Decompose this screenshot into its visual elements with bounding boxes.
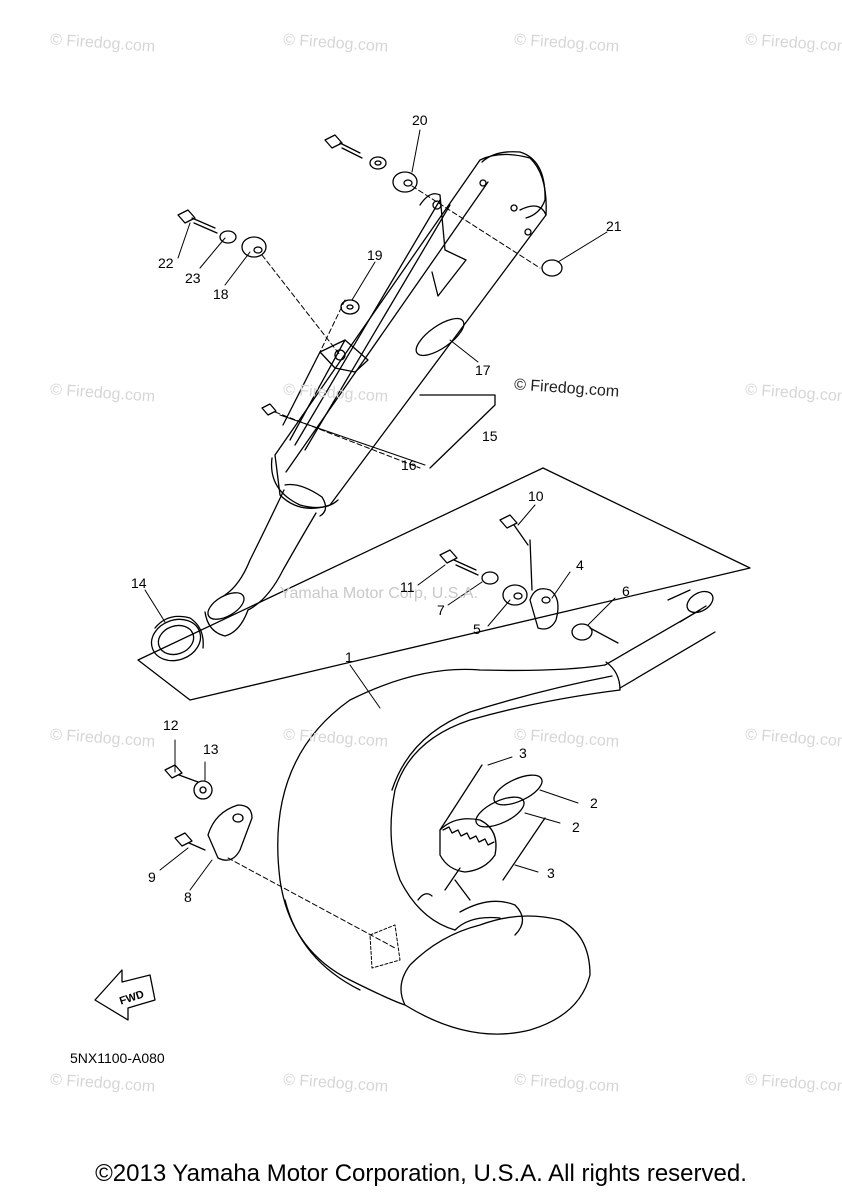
flange-hardware [164, 764, 253, 861]
callout-number: 2 [572, 819, 580, 835]
copyright-notice: ©2013 Yamaha Motor Corporation, U.S.A. A… [95, 1160, 747, 1187]
fwd-arrow [94, 969, 156, 1021]
bracket-15 [419, 394, 496, 469]
callout-number: 23 [185, 270, 201, 286]
callout-number: 4 [576, 557, 584, 573]
parts-box [137, 467, 751, 701]
callout-number: 1 [345, 649, 353, 665]
callout-number: 14 [131, 575, 147, 591]
center-watermark: Yamaha Motor Corp, U.S.A. [280, 585, 478, 602]
callout-number: 9 [148, 869, 156, 885]
top-hardware [177, 134, 563, 416]
callout-number: 2 [590, 795, 598, 811]
callout-number: 18 [213, 286, 229, 302]
callout-number: 8 [184, 889, 192, 905]
silencer [204, 151, 547, 637]
callout-number: 21 [606, 218, 622, 234]
callout-number: 15 [482, 428, 498, 444]
diagram-code: 5NX1100-A080 [70, 1050, 165, 1066]
callout-number: 16 [401, 457, 417, 473]
callout-number: 3 [547, 865, 555, 881]
callout-number: 19 [367, 247, 383, 263]
callout-number: 12 [163, 717, 179, 733]
callout-number: 3 [519, 745, 527, 761]
gasket [150, 615, 204, 662]
expansion-chamber [277, 589, 716, 1035]
callout-number: 22 [158, 255, 174, 271]
callout-leaders [144, 129, 616, 891]
callout-number: 7 [437, 602, 445, 618]
callout-number: 11 [400, 579, 415, 595]
callout-number: 13 [203, 741, 219, 757]
callout-number: 10 [528, 488, 544, 504]
callout-number: 6 [622, 583, 630, 599]
box-hardware [439, 514, 619, 644]
fwd-label: FWD [118, 988, 146, 1007]
callout-number: 17 [475, 362, 491, 378]
callout-number: 20 [412, 112, 428, 128]
callout-number: 5 [473, 621, 481, 637]
